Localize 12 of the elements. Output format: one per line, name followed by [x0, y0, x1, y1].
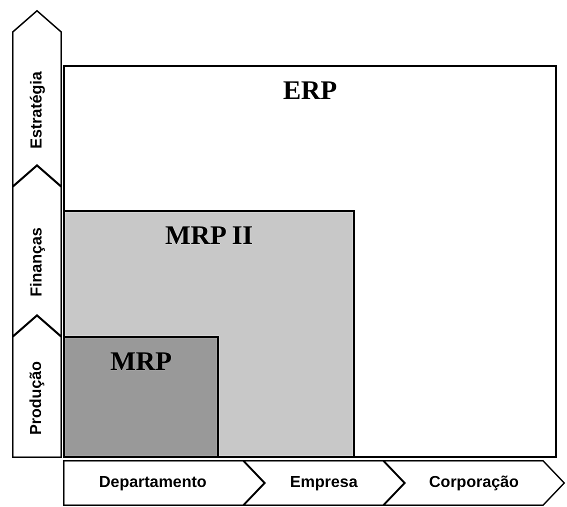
scope-box: [63, 336, 219, 458]
axis-label: Estratégia: [28, 70, 46, 148]
scope-box: [63, 65, 557, 458]
axis-label: Finanças: [28, 227, 46, 297]
scope-box: [63, 210, 355, 458]
axis-label: Corporação: [429, 474, 519, 492]
box-title: MRP: [110, 346, 172, 377]
box-title: MRP II: [165, 220, 253, 251]
axis-label: Empresa: [290, 474, 358, 492]
axis-label: Produção: [28, 360, 46, 434]
axis-label: Departamento: [99, 474, 207, 492]
box-title: ERP: [283, 75, 337, 106]
